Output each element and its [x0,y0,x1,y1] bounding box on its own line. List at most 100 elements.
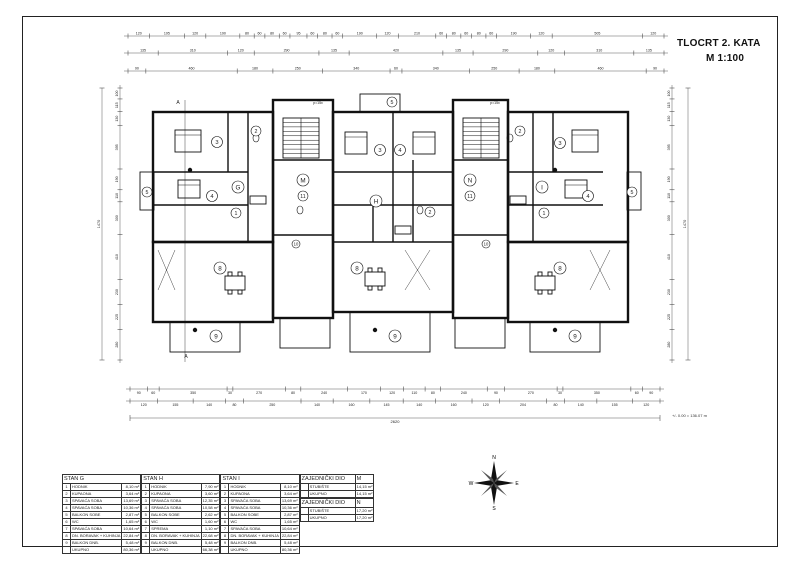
bottom_row1-label: 350 [190,391,196,395]
bottom_row1-label: 90 [649,391,653,395]
top_row2-label: 290 [284,49,290,53]
legend-header: STAN H [141,474,221,484]
table-h-chair [377,285,383,291]
compass-east: E [515,481,519,487]
bottom_row1-label: 30 [228,391,232,395]
room-i-9: 9 [573,333,577,340]
legend-cell-label: STUBIŠTE [307,507,356,515]
top_row1-label: 120 [538,32,544,36]
legend-cell-n: 3 [141,497,151,505]
room-h-8-ring [350,261,364,275]
top_row2-label: 135 [455,49,461,53]
bottom_row2-label: 204 [520,403,526,407]
legend-cell-value: 22,84 m² [121,532,142,540]
legend-cell-value: 12,35 m² [200,497,221,505]
bottom_row1-label: 60 [635,391,639,395]
top_row1-label: 80 [477,32,481,36]
top_row3-label: 60 [394,67,398,71]
table-g-chair [237,289,243,295]
top_row3-label: 340 [433,67,439,71]
table-g-chair [227,289,233,295]
right_side-label: 410 [667,254,671,260]
legend-cell-label: BALKON SOBE [228,511,281,519]
table-i-chair [537,289,543,295]
bottom_row1-label: 240 [321,391,327,395]
balcony-h-top [359,93,401,113]
legend-cell-label: WC [69,518,123,526]
balcony-g [169,321,241,353]
top_row3-label: 90 [653,67,657,71]
bottom_row2-label: 140 [314,403,320,407]
bed-g-master [174,129,202,153]
room-h-9: 9 [393,333,397,340]
legend-cell-value: 66,38 m² [200,546,221,554]
bottom_row1-label: 80 [291,391,295,395]
bottom_row2-label: 250 [269,403,275,407]
legend-cell-n: 5 [141,511,151,519]
top_row2-label: 120 [238,49,244,53]
left_side-label: 110 [115,193,119,199]
legend-cell-n: 1 [141,483,151,491]
bottom_row2-label: 120 [643,403,649,407]
compass-south: S [492,506,496,512]
top_row3-label: 250 [491,67,497,71]
table-h-chair [367,267,373,273]
legend-cell-label: HODNIK [149,483,202,491]
legend-cell-n: 4 [62,504,71,512]
top_row1-label: 60 [335,32,339,36]
left_side-label: 280 [115,342,119,348]
left_side-label: 100 [115,90,119,96]
room-g-4: 4 [210,194,214,200]
room-i-9-ring [568,329,582,343]
legend-cell-n: 9 [220,539,230,547]
bottom_row1-label: 110 [412,391,418,395]
legend-cell-n: 2 [62,490,71,498]
legend-cell-n: 3 [62,497,71,505]
room-m-10: 10 [294,242,299,247]
bed-h-1 [344,131,368,155]
room-g-8: 8 [218,265,222,272]
legend-cell-value: 14,15 m² [354,490,375,498]
top_row1-label: 120 [650,32,656,36]
legend-cell-value: 13,69 m² [279,497,300,505]
bottom_row1-label: 30 [558,391,562,395]
legend-cell-label: WC [228,518,281,526]
left_side-label: 410 [115,254,119,260]
legend-cell-n: 7 [141,525,151,533]
room-i-8-ring [553,261,567,275]
right_side-label: 115 [667,102,671,108]
top_row1-label: 120 [384,32,390,36]
stair-n-landing [454,317,506,349]
right_side-label: 300 [667,215,671,221]
bottom_row1-label: 350 [594,391,600,395]
legend-code: N [354,498,375,508]
room-g-2-ring [250,125,262,137]
top_row1-label: 60 [258,32,262,36]
top_row2-label: 310 [596,49,602,53]
room-n-11-ring [464,190,476,202]
right_side-label: 190 [667,176,671,182]
kitchen-hatch [404,249,431,291]
legend-cell-n [62,546,71,554]
top_row1-label: 120 [136,32,142,36]
top_row1-label: 60 [464,32,468,36]
legend-cell-value: 2,87 m² [121,511,142,519]
legend-cell-value: 10,36 m² [121,504,142,512]
legend-cell-label: WC [149,518,202,526]
legend-header: STAN G [61,474,142,484]
bottom_row1-label: 270 [528,391,534,395]
left_side-label: 395 [115,144,119,150]
legend-cell-label: UKUPNO [307,490,356,498]
room-i-5: 5 [631,190,634,196]
legend-cell-value: 5,48 m² [279,539,300,547]
legend-cell-n: 2 [141,490,151,498]
